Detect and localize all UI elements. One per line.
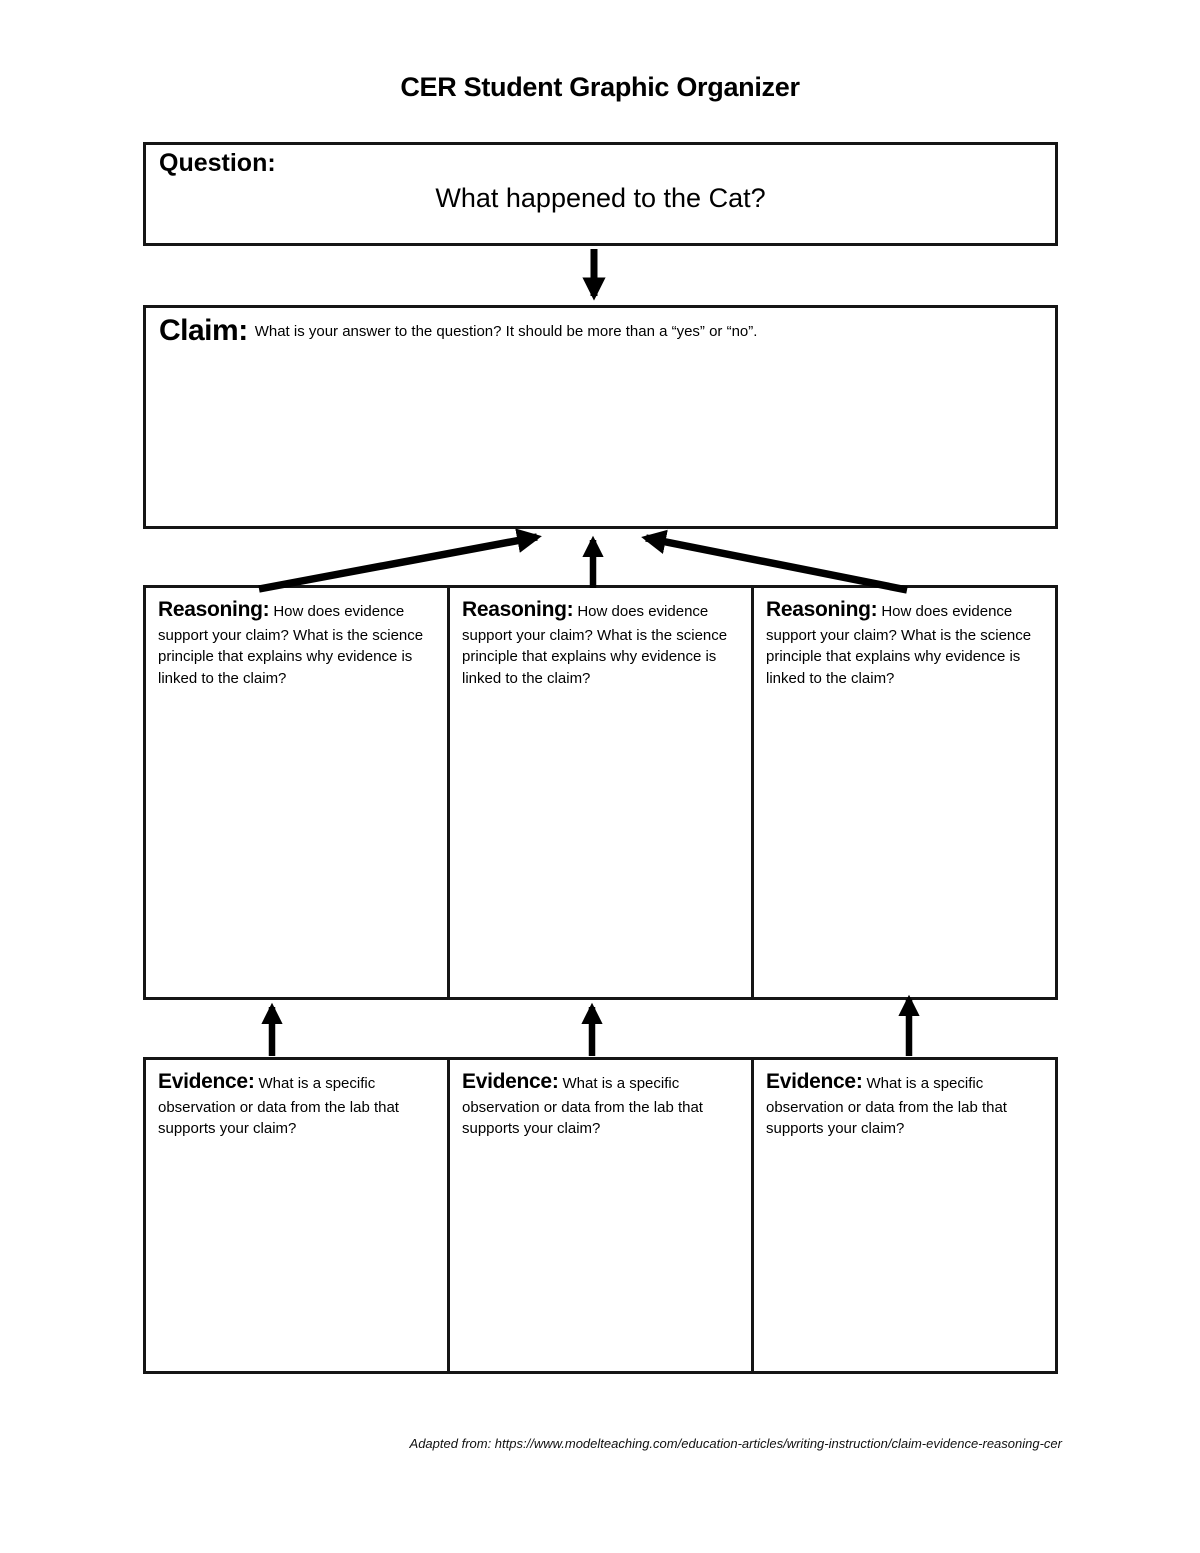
evidence-label: Evidence: — [766, 1070, 863, 1093]
evidence-row: Evidence:What is a specific observation … — [143, 1057, 1058, 1374]
reasoning-fill-area-3[interactable] — [766, 689, 1044, 989]
evidence-header: Evidence:What is a specific observation … — [158, 1067, 436, 1140]
reasoning1-to-claim-arrow-icon — [258, 528, 542, 593]
question-box: Question: What happened to the Cat? — [143, 142, 1058, 246]
evidence-hint: What is a specific observation or data f… — [462, 1075, 703, 1138]
evidence-hint: What is a specific observation or data f… — [158, 1075, 399, 1138]
reasoning-header: Reasoning:How does evidence support your… — [158, 595, 436, 689]
reasoning-hint: How does evidence support your claim? Wh… — [462, 603, 728, 687]
reasoning-label: Reasoning: — [766, 598, 878, 621]
question-label: Question: — [159, 149, 276, 177]
reasoning-hint: How does evidence support your claim? Wh… — [158, 603, 424, 687]
reasoning3-to-claim-arrow-icon — [641, 529, 908, 594]
reasoning-box-2: Reasoning:How does evidence support your… — [450, 585, 754, 1000]
reasoning-box-1: Reasoning:How does evidence support your… — [143, 585, 450, 1000]
evidence-box-2: Evidence:What is a specific observation … — [450, 1057, 754, 1374]
reasoning-row: Reasoning:How does evidence support your… — [143, 585, 1058, 1000]
evidence-box-3: Evidence:What is a specific observation … — [754, 1057, 1058, 1374]
claim-header: Claim: What is your answer to the questio… — [159, 314, 1042, 348]
evidence-fill-area-3[interactable] — [766, 1140, 1044, 1363]
attribution-footer: Adapted from: https://www.modelteaching.… — [409, 1436, 1062, 1451]
evidence-box-1: Evidence:What is a specific observation … — [143, 1057, 450, 1374]
evidence-header: Evidence:What is a specific observation … — [462, 1067, 740, 1140]
reasoning-box-3: Reasoning:How does evidence support your… — [754, 585, 1058, 1000]
question-text[interactable]: What happened to the Cat? — [435, 183, 766, 213]
claim-hint: What is your answer to the question? It … — [254, 323, 758, 340]
evidence-hint: What is a specific observation or data f… — [766, 1075, 1007, 1138]
evidence-fill-area-1[interactable] — [158, 1140, 436, 1363]
evidence-fill-area-2[interactable] — [462, 1140, 740, 1363]
evidence-label: Evidence: — [158, 1070, 255, 1093]
reasoning-header: Reasoning:How does evidence support your… — [462, 595, 740, 689]
reasoning-header: Reasoning:How does evidence support your… — [766, 595, 1044, 689]
reasoning-hint: How does evidence support your claim? Wh… — [766, 603, 1032, 687]
reasoning-fill-area-2[interactable] — [462, 689, 740, 989]
claim-fill-area[interactable] — [159, 348, 1042, 520]
reasoning-label: Reasoning: — [158, 598, 270, 621]
claim-label: Claim: — [159, 314, 248, 347]
page-title: CER Student Graphic Organizer — [400, 72, 800, 102]
evidence-label: Evidence: — [462, 1070, 559, 1093]
evidence-header: Evidence:What is a specific observation … — [766, 1067, 1044, 1140]
reasoning-label: Reasoning: — [462, 598, 574, 621]
reasoning-fill-area-1[interactable] — [158, 689, 436, 989]
claim-box: Claim: What is your answer to the questio… — [143, 305, 1058, 529]
